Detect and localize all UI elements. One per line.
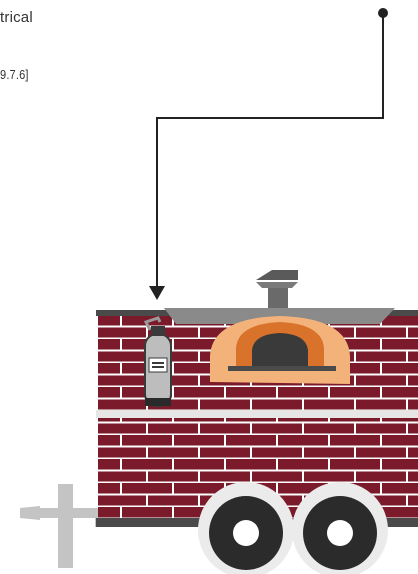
callout-leader-line (156, 15, 384, 292)
caption-text-line2: 9.7.6] (0, 67, 29, 82)
dot-icon (378, 8, 388, 18)
trailer-wheel-rear (292, 482, 388, 574)
caption-text-line1: trical (0, 9, 33, 26)
oven-hood (164, 308, 395, 324)
counter-ledge (96, 410, 418, 418)
trailer-wheel-front (198, 482, 294, 574)
pizza-oven (210, 316, 350, 384)
arrow-down-icon (149, 286, 165, 300)
fire-extinguisher-icon (143, 316, 172, 407)
trailer-hitch (20, 484, 105, 568)
